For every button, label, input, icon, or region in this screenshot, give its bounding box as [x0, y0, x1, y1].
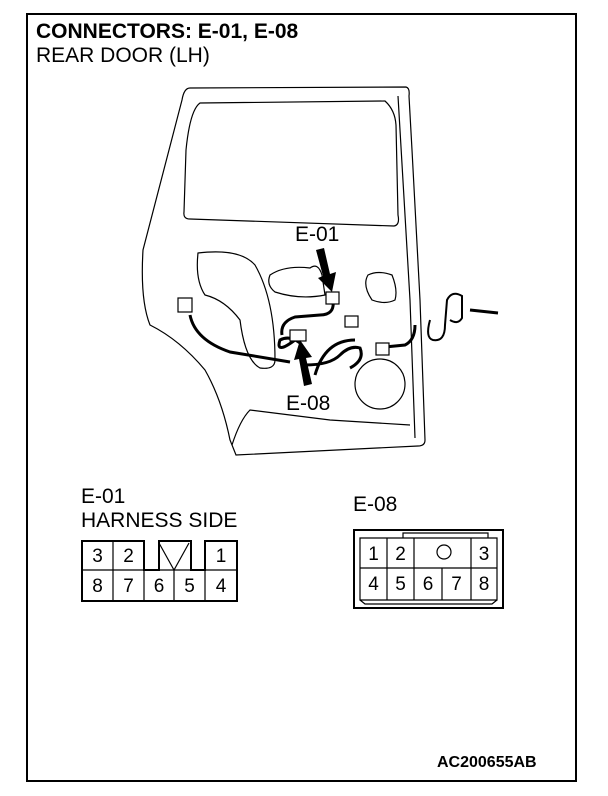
- connector-e01-title: E-01: [81, 485, 126, 508]
- door-outline: [141, 86, 426, 456]
- figure-code: AC200655AB: [437, 754, 537, 771]
- pin-label: 8: [478, 574, 490, 595]
- pin-label: 6: [422, 574, 434, 595]
- connector-e08-shape: [289, 329, 307, 342]
- connector-e08-diagram: [353, 529, 504, 609]
- pin-label: 2: [395, 544, 406, 565]
- diagram-frame: [26, 13, 577, 782]
- pin-label: 7: [123, 576, 134, 597]
- pin-label: 7: [451, 574, 462, 595]
- service-hole-right: [365, 271, 397, 304]
- pin-label: 3: [478, 544, 490, 565]
- window-opening: [183, 100, 400, 227]
- speaker-hole: [354, 358, 406, 410]
- pin-label: 2: [123, 546, 134, 567]
- arrow-e08: [294, 340, 312, 386]
- grommet: [427, 292, 463, 342]
- connector-e01-side: HARNESS SIDE: [81, 509, 238, 532]
- callout-e01-label: E-01: [295, 223, 340, 246]
- pin-label: 1: [215, 546, 227, 567]
- connector-e01-diagram: [81, 540, 238, 602]
- callout-e08-label: E-08: [286, 392, 331, 415]
- pin-label: 8: [92, 576, 103, 597]
- connector-e01-shape: [325, 291, 340, 305]
- service-hole-mid: [268, 265, 326, 298]
- service-hole-left: [196, 251, 276, 369]
- pin-label: 4: [368, 574, 379, 595]
- pin-label: 5: [395, 574, 406, 595]
- page-title: CONNECTORS: E-01, E-08: [36, 20, 299, 43]
- page-subtitle: REAR DOOR (LH): [36, 44, 210, 67]
- pin-label: 4: [215, 576, 227, 597]
- arrow-e01: [316, 248, 336, 292]
- connector-e08-title: E-08: [353, 493, 398, 516]
- wire-harness: [188, 299, 499, 376]
- pin-label: 3: [92, 546, 103, 567]
- connector-left: [177, 297, 193, 313]
- connector-mid: [344, 315, 359, 328]
- pin-label: 1: [368, 544, 379, 565]
- door-inner-outline: [231, 95, 416, 446]
- pin-label: 5: [184, 576, 195, 597]
- connector-right: [375, 342, 390, 356]
- pin-label: 6: [153, 576, 165, 597]
